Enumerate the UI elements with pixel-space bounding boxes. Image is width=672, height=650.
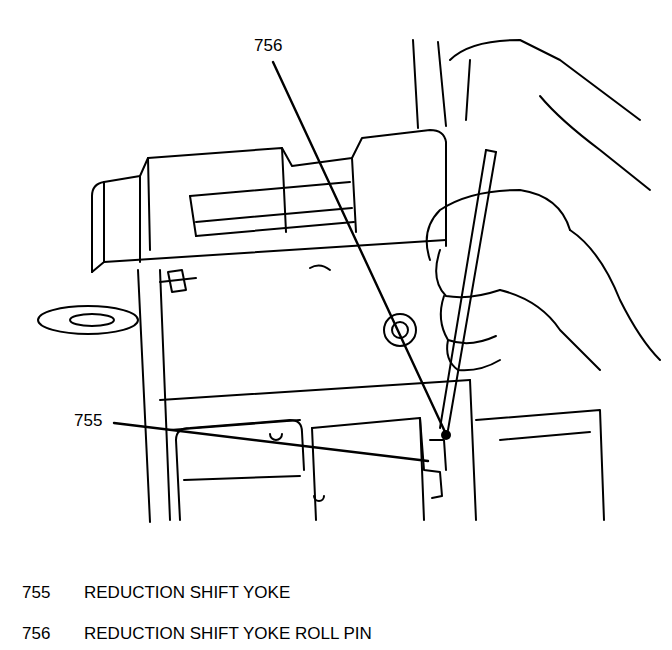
pin-punch (486, 150, 496, 152)
hand (570, 230, 660, 360)
hand (447, 340, 500, 370)
shift-yoke (420, 418, 442, 498)
cable (438, 42, 446, 126)
pin-punch (440, 150, 486, 428)
case-body (138, 270, 150, 522)
bore (384, 314, 416, 346)
leader-line (114, 423, 428, 461)
shift-yoke (430, 440, 446, 470)
case-body (184, 476, 300, 480)
rail-groove (196, 208, 352, 222)
hand (500, 290, 600, 370)
bolt-head (270, 434, 282, 440)
rail-housing (92, 182, 104, 272)
case-window (176, 420, 304, 470)
hand (441, 296, 496, 343)
rail-housing (282, 148, 286, 232)
leader-line (273, 62, 446, 434)
case-body (160, 270, 170, 520)
clip (160, 278, 196, 282)
cable (466, 60, 470, 120)
rail-housing (92, 130, 446, 272)
case-body (500, 432, 590, 440)
key-number: 755 (22, 583, 50, 603)
part-name: REDUCTION SHIFT YOKE ROLL PIN (84, 624, 372, 644)
rail-housing (139, 176, 141, 262)
rail-groove (190, 196, 196, 236)
case-window (312, 428, 316, 520)
washer (38, 306, 138, 334)
cable (413, 40, 418, 128)
roll-pin (441, 430, 451, 440)
case-window (312, 418, 424, 520)
pin-punch (448, 152, 496, 430)
rail-housing (148, 158, 150, 250)
callout-number: 755 (74, 411, 102, 431)
slot (310, 265, 330, 270)
rail-housing (104, 240, 446, 262)
callout-number: 756 (254, 36, 282, 56)
hand (427, 190, 570, 260)
bolt-head (314, 496, 324, 501)
key-number: 756 (22, 624, 50, 644)
part-name: REDUCTION SHIFT YOKE (84, 583, 290, 603)
case-body (176, 440, 180, 520)
rail-groove (190, 182, 350, 196)
case-body (476, 410, 604, 520)
rail-groove (196, 222, 354, 236)
hand (540, 96, 650, 190)
case-body (470, 380, 476, 520)
washer (70, 314, 114, 326)
hand (450, 40, 640, 120)
rail-housing (352, 158, 356, 232)
